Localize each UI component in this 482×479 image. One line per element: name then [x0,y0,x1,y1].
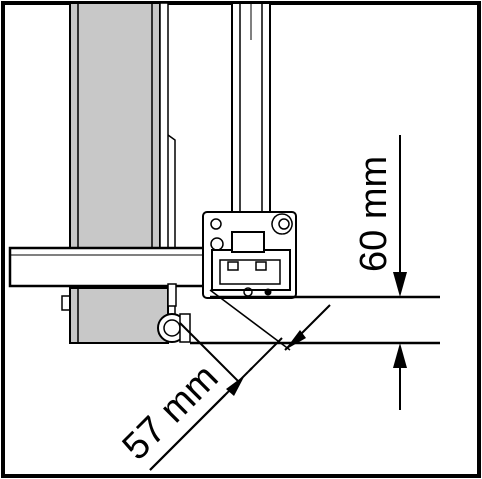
vertical-dimension-label: 60 mm [353,156,395,272]
arrow-up-right-icon [285,330,306,350]
vertical-dimension: 60 mm [353,135,407,410]
arrow-up-icon [393,343,407,368]
vertical-post [61,2,176,344]
arrow-down-icon [393,272,407,297]
diagonal-dimension-label: 57 mm [115,357,227,469]
horizontal-crossbar [8,246,212,288]
reference-lines [190,289,440,351]
mounting-bracket [202,211,297,299]
